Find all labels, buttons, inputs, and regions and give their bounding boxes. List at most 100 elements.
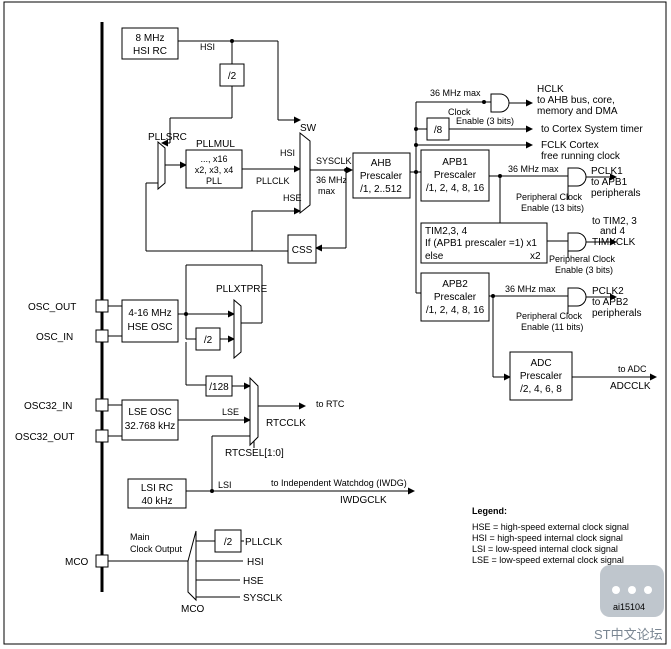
svg-text:Legend:: Legend: <box>472 506 507 516</box>
svg-text:HSI = high-speed internal cloc: HSI = high-speed internal clock signal <box>472 533 623 543</box>
osc-out-label: OSC_OUT <box>28 302 76 313</box>
pclk1-and-gate <box>567 167 587 187</box>
svg-text:ADC: ADC <box>530 358 551 369</box>
legend: Legend: HSE = high-speed external clock … <box>472 506 629 565</box>
mco-div2-block: /2 <box>214 529 242 553</box>
sw-hsi-label: HSI <box>280 148 295 158</box>
lsi-label: LSI <box>218 480 232 490</box>
mco-pin <box>95 554 109 568</box>
svg-text:Clock Output: Clock Output <box>130 544 183 554</box>
mco-sysclk-label: SYSCLK <box>243 593 283 604</box>
pllxtpre-label: PLLXTPRE <box>216 284 267 295</box>
pclk1-label: PCLK1 <box>591 166 623 177</box>
pllsrc-label: PLLSRC <box>148 132 187 143</box>
svg-text:LSE OSC: LSE OSC <box>128 407 171 418</box>
svg-text:x2: x2 <box>530 251 541 262</box>
hsi-rc-block: 8 MHz HSI RC <box>121 27 179 60</box>
mco-mux-label: MCO <box>181 604 205 615</box>
osc32-out-label: OSC32_OUT <box>15 432 74 443</box>
svg-text:Enable (11 bits): Enable (11 bits) <box>521 322 583 332</box>
svg-text:/1, 2, 4, 8, 16: /1, 2, 4, 8, 16 <box>426 183 485 194</box>
adc-prescaler-block: ADC Prescaler /2, 4, 6, 8 <box>509 351 573 401</box>
svg-text:..., x16: ..., x16 <box>200 154 227 164</box>
timxclk-enable-label: Peripheral Clock <box>549 254 616 264</box>
svg-text:/2: /2 <box>224 537 233 548</box>
svg-text:Prescaler: Prescaler <box>434 292 477 303</box>
cortex-timer-label: to Cortex System timer <box>541 124 643 135</box>
pclk2-and-gate <box>567 287 587 307</box>
tim-multiplier-block: TIM2,3, 4 If (APB1 prescaler =1) x1 else… <box>420 222 548 264</box>
svg-text:CSS: CSS <box>292 245 313 256</box>
osc32-in-label: OSC32_IN <box>24 401 72 412</box>
svg-text:HSE = high-speed external cloc: HSE = high-speed external clock signal <box>472 522 629 532</box>
max36-label: 36 MHz <box>316 175 348 185</box>
svg-text:/2, 4, 6, 8: /2, 4, 6, 8 <box>520 384 562 395</box>
svg-text:/1, 2, 4, 8, 16: /1, 2, 4, 8, 16 <box>426 305 485 316</box>
svg-text:/2: /2 <box>228 71 237 82</box>
to-iwdg-label: to Independent Watchdog (IWDG) <box>271 478 407 488</box>
svg-text:to APB1: to APB1 <box>591 177 628 188</box>
forum-watermark: ai15104 ST中文论坛 <box>594 565 664 642</box>
svg-text:memory and DMA: memory and DMA <box>537 106 618 117</box>
figure-id-label: ai15104 <box>613 602 645 612</box>
svg-text:4-16 MHz: 4-16 MHz <box>128 308 171 319</box>
osc32-in-pin <box>95 398 109 412</box>
lse-osc-block: LSE OSC 32.768 kHz <box>121 399 179 441</box>
pllclk-label: PLLCLK <box>256 176 290 186</box>
osc-out-pin <box>95 299 109 313</box>
iwdgclk-label: IWDGCLK <box>340 495 387 506</box>
svg-text:peripherals: peripherals <box>591 188 640 199</box>
svg-text:Enable (13 bits): Enable (13 bits) <box>521 203 584 213</box>
apb1-prescaler-block: APB1 Prescaler /1, 2, 4, 8, 16 <box>420 149 490 202</box>
mco-pin-label: MCO <box>65 557 89 568</box>
sw-label: SW <box>300 123 317 134</box>
svg-text:free running clock: free running clock <box>541 151 621 162</box>
svg-text:TIM2,3, 4: TIM2,3, 4 <box>425 226 468 237</box>
lsi-rc-block: LSI RC 40 kHz <box>127 478 187 509</box>
svg-text:to APB2: to APB2 <box>592 297 629 308</box>
pllsrc-mux <box>157 140 166 191</box>
div8-block: /8 <box>426 117 450 141</box>
hsi-label: HSI <box>200 42 215 52</box>
svg-text:AHB: AHB <box>371 158 392 169</box>
mco-pllclk-label: PLLCLK <box>245 537 283 548</box>
pll-block: ..., x16 x2, x3, x4 PLL <box>185 149 243 189</box>
svg-text:Prescaler: Prescaler <box>434 170 477 181</box>
pclk1-max-label: 36 MHz max <box>508 164 559 174</box>
hclk-and-gate <box>490 93 510 113</box>
svg-text:else: else <box>425 251 444 262</box>
timxclk-and-gate <box>567 232 587 252</box>
svg-text:LSI = low-speed internal clock: LSI = low-speed internal clock signal <box>472 544 618 554</box>
apb2-prescaler-block: APB2 Prescaler /1, 2, 4, 8, 16 <box>420 272 490 322</box>
svg-text:Prescaler: Prescaler <box>520 371 563 382</box>
svg-text:/8: /8 <box>434 125 443 136</box>
sysclk-label: SYSCLK <box>316 156 352 166</box>
tim-output-label: to TIM2, 3 <box>592 216 637 227</box>
hse-osc-block: 4-16 MHz HSE OSC <box>121 299 179 343</box>
svg-text:to AHB bus, core,: to AHB bus, core, <box>537 95 615 106</box>
svg-text:HSI RC: HSI RC <box>133 46 167 57</box>
svg-text:/128: /128 <box>209 382 229 393</box>
div128-block: /128 <box>205 375 233 397</box>
pclk2-enable-label: Peripheral Clock <box>516 311 583 321</box>
svg-text:peripherals: peripherals <box>592 308 641 319</box>
main-clock-output-label: Main <box>130 532 150 542</box>
svg-text:Prescaler: Prescaler <box>360 171 403 182</box>
svg-text:8 MHz: 8 MHz <box>136 33 165 44</box>
svg-text:40 kHz: 40 kHz <box>141 496 172 507</box>
rtcsel-mux <box>249 376 259 447</box>
svg-text:x2, x3, x4: x2, x3, x4 <box>195 165 234 175</box>
sw-mux <box>299 131 311 215</box>
brand-watermark-label: ST中文论坛 <box>594 627 663 642</box>
mco-mux <box>187 530 197 602</box>
svg-text:PLL: PLL <box>206 176 222 186</box>
ahb-prescaler-block: AHB Prescaler /1, 2..512 <box>352 152 411 199</box>
rtcsel-label: RTCSEL[1:0] <box>225 448 284 459</box>
osc-in-pin <box>95 329 109 343</box>
hclk-label: HCLK <box>537 84 564 95</box>
adcclk-label: ADCCLK <box>610 381 651 392</box>
svg-text:LSE = low-speed external clock: LSE = low-speed external clock signal <box>472 555 624 565</box>
pclk2-max-label: 36 MHz max <box>505 284 556 294</box>
fclk-label: FCLK Cortex <box>541 140 599 151</box>
mco-hsi-label: HSI <box>247 557 264 568</box>
